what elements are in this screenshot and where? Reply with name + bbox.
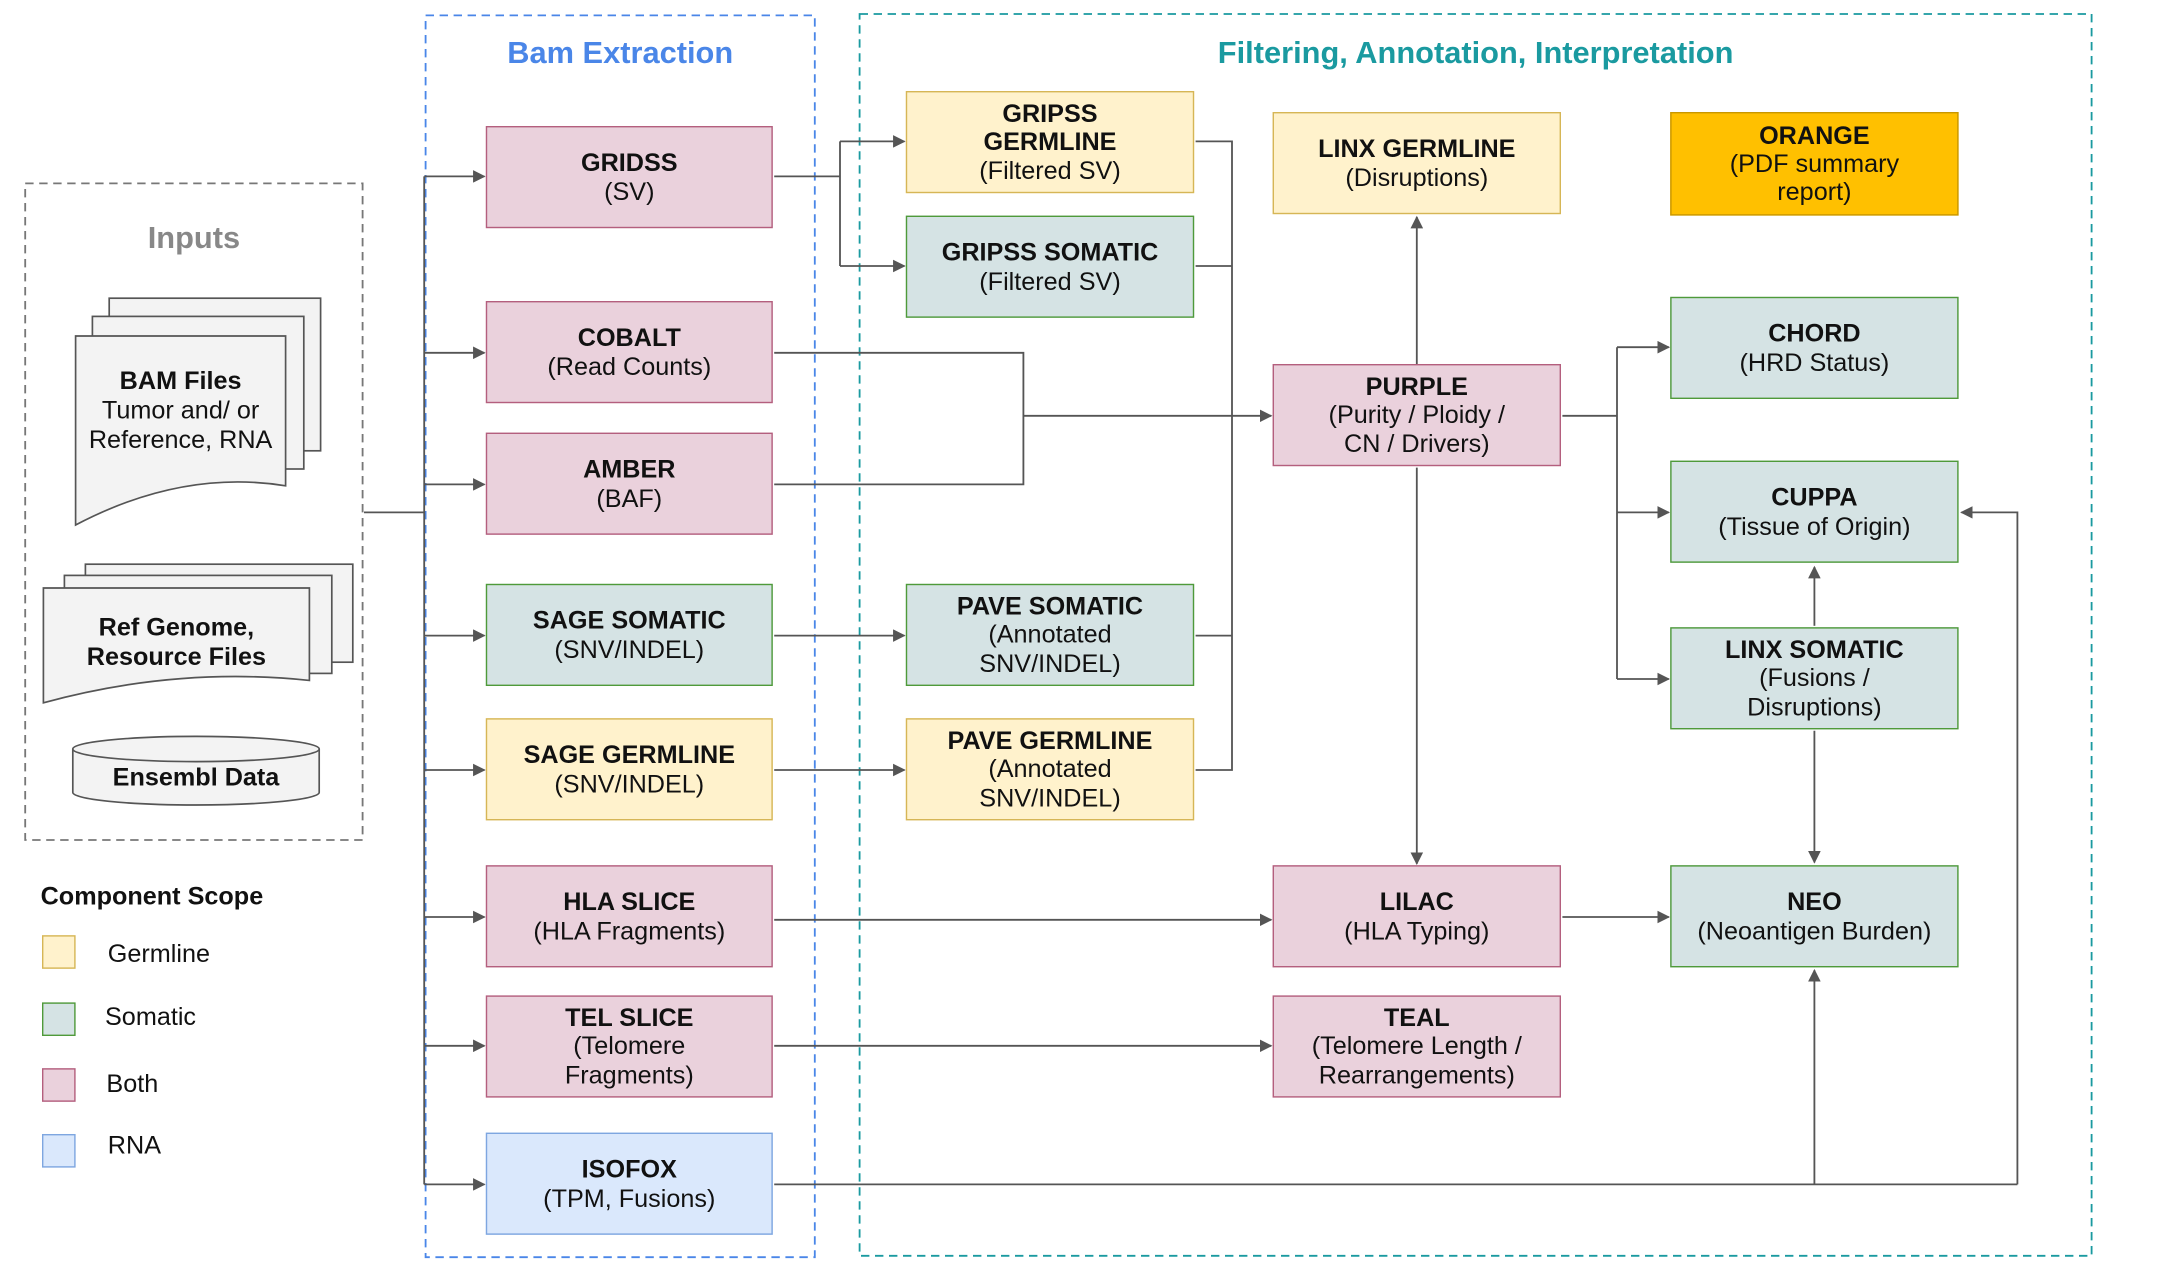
isofox-sub: (TPM, Fusions) bbox=[543, 1183, 716, 1212]
bam-files-sub: Tumor and/ or Reference, RNA bbox=[88, 396, 273, 455]
pave-somatic-node[interactable]: PAVE SOMATIC (Annotated SNV/INDEL) bbox=[905, 583, 1195, 686]
legend-label-somatic: Somatic bbox=[105, 1002, 197, 1031]
bam-files-document-stack bbox=[74, 297, 322, 527]
linx-germline-sub: (Disruptions) bbox=[1345, 163, 1489, 192]
linx-germline-title: LINX GERMLINE bbox=[1318, 134, 1516, 163]
cobalt-node[interactable]: COBALT (Read Counts) bbox=[485, 301, 773, 404]
cuppa-title: CUPPA bbox=[1771, 483, 1858, 512]
gridss-title: GRIDSS bbox=[580, 148, 678, 177]
legend-label-both: Both bbox=[106, 1069, 159, 1098]
gridss-sub: (SV) bbox=[604, 177, 655, 206]
purple-sub: (Purity / Ploidy / CN / Drivers) bbox=[1328, 400, 1506, 458]
pave-germline-node[interactable]: PAVE GERMLINE (Annotated SNV/INDEL) bbox=[905, 718, 1195, 821]
orange-sub: (PDF summary report) bbox=[1729, 149, 1900, 207]
connector-cobalt-amber-merge bbox=[774, 351, 1025, 486]
teal-sub: (Telomere Length / Rearrangements) bbox=[1311, 1032, 1522, 1089]
amber-sub: (BAF) bbox=[596, 483, 663, 512]
bam-files-title: BAM Files bbox=[119, 366, 242, 395]
lilac-sub: (HLA Typing) bbox=[1344, 916, 1490, 945]
cobalt-sub: (Read Counts) bbox=[547, 352, 712, 381]
tel-slice-title: TEL SLICE bbox=[565, 1003, 694, 1032]
purple-title: PURPLE bbox=[1365, 372, 1468, 401]
connector-isofox-to-cuppa bbox=[1960, 506, 2019, 1185]
chord-title: CHORD bbox=[1768, 319, 1861, 348]
teal-node[interactable]: TEAL (Telomere Length / Rearrangements) bbox=[1272, 995, 1561, 1098]
hla-slice-sub: (HLA Fragments) bbox=[533, 916, 726, 945]
lilac-title: LILAC bbox=[1379, 887, 1454, 916]
amber-title: AMBER bbox=[583, 455, 676, 484]
legend-swatch-rna bbox=[42, 1134, 76, 1168]
amber-node[interactable]: AMBER (BAF) bbox=[485, 432, 773, 535]
chord-node[interactable]: CHORD (HRD Status) bbox=[1670, 296, 1959, 399]
hla-slice-node[interactable]: HLA SLICE (HLA Fragments) bbox=[485, 865, 773, 968]
linx-somatic-node[interactable]: LINX SOMATIC (Fusions / Disruptions) bbox=[1670, 627, 1959, 730]
sage-germline-sub: (SNV/INDEL) bbox=[554, 769, 705, 798]
orange-node[interactable]: ORANGE (PDF summary report) bbox=[1670, 112, 1959, 216]
inputs-region: Inputs bbox=[25, 183, 362, 840]
hla-slice-title: HLA SLICE bbox=[563, 887, 696, 916]
tel-slice-node[interactable]: TEL SLICE (Telomere Fragments) bbox=[485, 995, 773, 1098]
pave-somatic-sub: (Annotated SNV/INDEL) bbox=[979, 620, 1121, 678]
ref-genome-label: Ref Genome, Resource Files bbox=[86, 613, 267, 671]
linx-somatic-title: LINX SOMATIC bbox=[1725, 635, 1904, 664]
gripss-somatic-node[interactable]: GRIPSS SOMATIC (Filtered SV) bbox=[905, 215, 1195, 318]
ensembl-data-label: Ensembl Data bbox=[112, 763, 280, 791]
inputs-region-border bbox=[24, 182, 364, 841]
neo-node[interactable]: NEO (Neoantigen Burden) bbox=[1670, 865, 1959, 968]
purple-node[interactable]: PURPLE (Purity / Ploidy / CN / Drivers) bbox=[1272, 364, 1561, 467]
linx-germline-node[interactable]: LINX GERMLINE (Disruptions) bbox=[1272, 112, 1561, 215]
legend-swatch-somatic bbox=[42, 1002, 76, 1036]
gripss-germline-sub: (Filtered SV) bbox=[979, 156, 1121, 185]
sage-somatic-sub: (SNV/INDEL) bbox=[554, 634, 705, 663]
pave-somatic-title: PAVE SOMATIC bbox=[956, 592, 1144, 621]
sage-somatic-node[interactable]: SAGE SOMATIC (SNV/INDEL) bbox=[485, 583, 773, 686]
inputs-title: Inputs bbox=[147, 219, 241, 255]
neo-title: NEO bbox=[1787, 887, 1842, 916]
neo-sub: (Neoantigen Burden) bbox=[1697, 916, 1932, 945]
connector-filtered-bus bbox=[1195, 140, 1233, 771]
cuppa-sub: (Tissue of Origin) bbox=[1718, 511, 1911, 540]
filtering-region: Filtering, Annotation, Interpretation bbox=[860, 14, 2092, 1256]
tel-slice-sub: (Telomere Fragments) bbox=[564, 1032, 694, 1089]
bam-extraction-region: Bam Extraction bbox=[426, 15, 815, 1257]
connector-gridss-branch bbox=[774, 141, 841, 266]
sage-germline-node[interactable]: SAGE GERMLINE (SNV/INDEL) bbox=[485, 718, 773, 821]
legend-swatch-both bbox=[42, 1068, 76, 1102]
gridss-node[interactable]: GRIDSS (SV) bbox=[485, 126, 773, 229]
lilac-node[interactable]: LILAC (HLA Typing) bbox=[1272, 865, 1561, 968]
cobalt-title: COBALT bbox=[577, 323, 681, 352]
isofox-node[interactable]: ISOFOX (TPM, Fusions) bbox=[485, 1132, 773, 1235]
gripss-somatic-sub: (Filtered SV) bbox=[979, 266, 1121, 295]
sage-germline-title: SAGE GERMLINE bbox=[523, 740, 735, 769]
filtering-title: Filtering, Annotation, Interpretation bbox=[1217, 35, 1734, 70]
cuppa-node[interactable]: CUPPA (Tissue of Origin) bbox=[1670, 460, 1959, 563]
gripss-germline-title: GRIPSS GERMLINE bbox=[983, 99, 1117, 156]
ref-genome-document-stack bbox=[42, 563, 354, 704]
teal-title: TEAL bbox=[1383, 1003, 1450, 1032]
pave-germline-title: PAVE GERMLINE bbox=[947, 726, 1153, 755]
legend-label-rna: RNA bbox=[107, 1131, 162, 1160]
linx-somatic-sub: (Fusions / Disruptions) bbox=[1747, 664, 1882, 721]
ensembl-data-cylinder bbox=[71, 735, 321, 806]
chord-sub: (HRD Status) bbox=[1739, 347, 1890, 376]
bam-extraction-title: Bam Extraction bbox=[507, 35, 734, 70]
legend-label-germline: Germline bbox=[107, 939, 211, 968]
isofox-title: ISOFOX bbox=[581, 1155, 677, 1184]
orange-title: ORANGE bbox=[1759, 121, 1870, 150]
connector-inputs-bus bbox=[363, 176, 426, 1185]
pave-germline-sub: (Annotated SNV/INDEL) bbox=[979, 755, 1121, 812]
bam-files-label: BAM Files Tumor and/ or Reference, RNA bbox=[78, 367, 282, 456]
sage-somatic-title: SAGE SOMATIC bbox=[532, 606, 726, 635]
gripss-somatic-title: GRIPSS SOMATIC bbox=[941, 238, 1159, 267]
legend-swatch-germline bbox=[42, 935, 76, 969]
gripss-germline-node[interactable]: GRIPSS GERMLINE (Filtered SV) bbox=[905, 91, 1195, 194]
legend-title: Component Scope bbox=[40, 882, 264, 910]
